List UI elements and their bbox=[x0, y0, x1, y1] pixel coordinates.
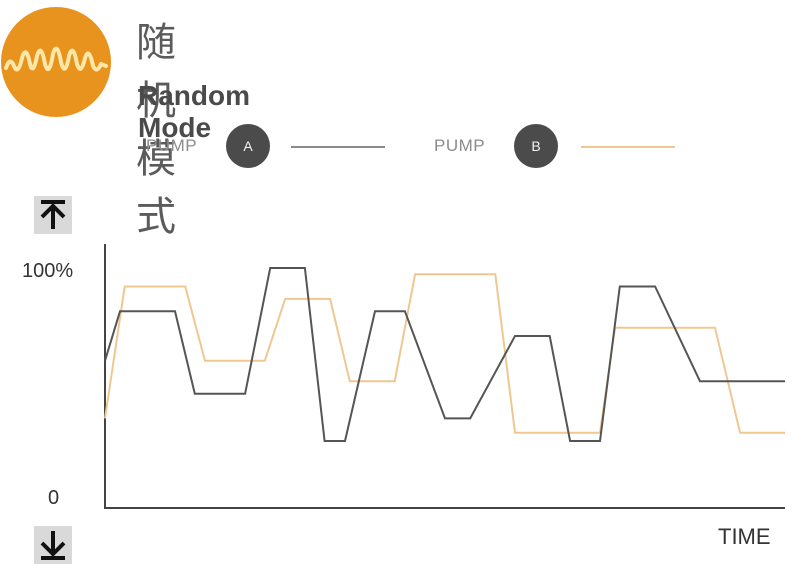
series-line-pump-b bbox=[104, 273, 785, 434]
legend-line-pump-b bbox=[581, 146, 675, 148]
arrow-down-to-bottom-icon bbox=[40, 531, 66, 560]
legend-badge-a: A bbox=[226, 124, 270, 168]
scroll-top-button[interactable] bbox=[34, 196, 72, 234]
mode-logo bbox=[0, 6, 112, 118]
legend-badge-b: B bbox=[514, 124, 558, 168]
y-tick-label-min: 0 bbox=[48, 487, 60, 509]
series-line-pump-a bbox=[104, 267, 785, 442]
scroll-bottom-button[interactable] bbox=[34, 526, 72, 564]
page-title-zh: 随机模式 bbox=[136, 20, 178, 240]
y-tick-label-max: 100% bbox=[22, 260, 74, 282]
page-title-en: Random Mode bbox=[138, 80, 250, 143]
x-axis-title: TIME bbox=[718, 524, 771, 549]
waveform-icon bbox=[1, 7, 111, 117]
legend-label-pump-b: PUMP bbox=[434, 136, 486, 155]
legend-line-pump-a bbox=[291, 146, 385, 148]
legend-label-pump-a: PUMP bbox=[146, 136, 198, 155]
arrow-up-to-top-icon bbox=[40, 200, 66, 229]
